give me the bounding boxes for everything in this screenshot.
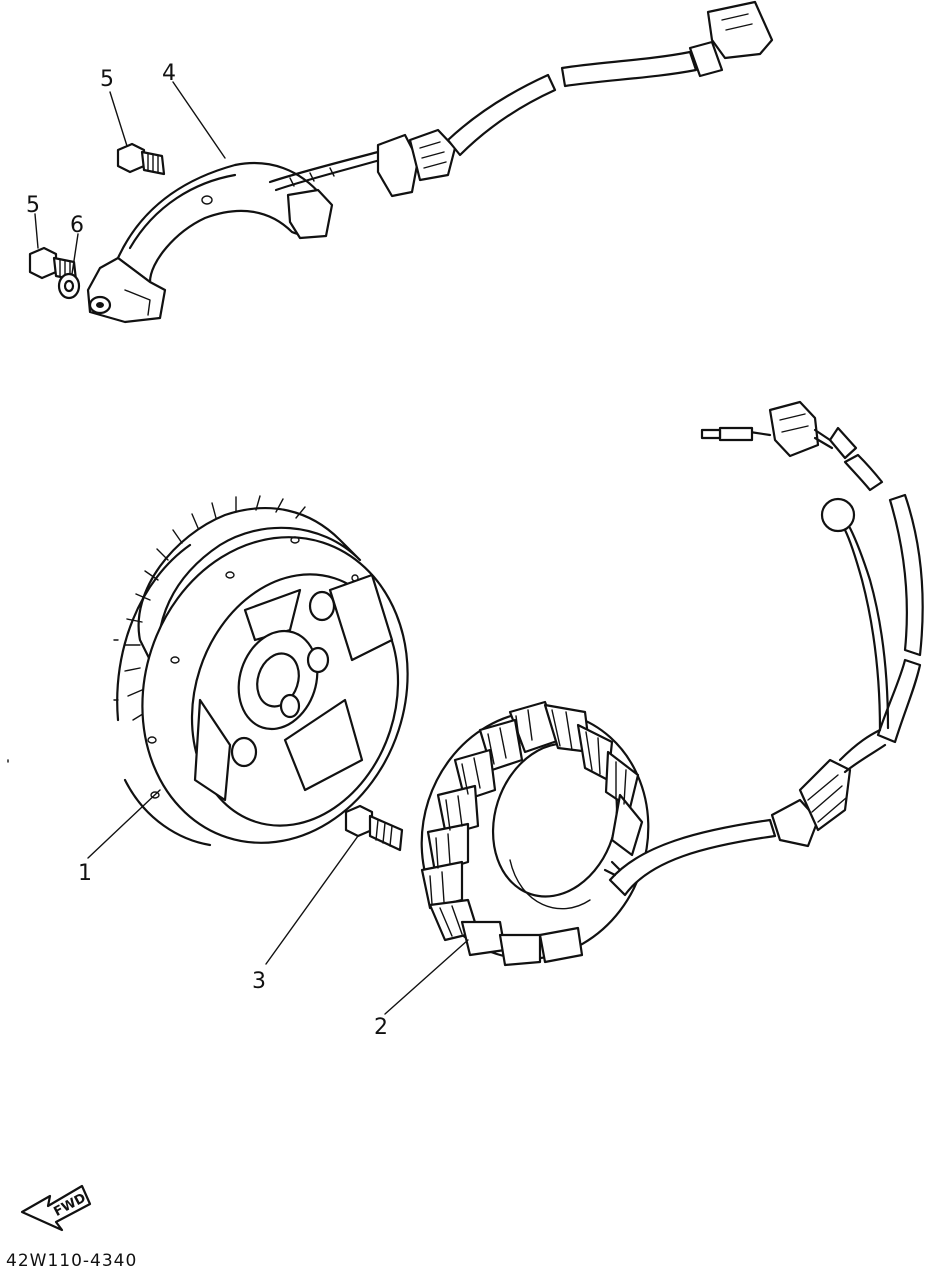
- callout-3: 3: [252, 969, 266, 994]
- callout-5-lower: 5: [26, 193, 40, 218]
- washer-6: [57, 272, 81, 300]
- pickup-coil-bracket: [86, 0, 774, 324]
- bolt-3: [344, 804, 404, 852]
- leader-lines: [7, 81, 469, 1015]
- callout-labels: 1 2 3 4 5 5 6: [26, 61, 388, 1040]
- stator-wire-harness: [700, 400, 924, 848]
- fwd-arrow-icon: FWD: [20, 1184, 92, 1232]
- callout-6: 6: [70, 213, 84, 238]
- stator-coil: [420, 700, 777, 967]
- flywheel-rotor: [113, 495, 409, 847]
- bolt-5-upper: [116, 142, 166, 176]
- callout-1: 1: [78, 861, 92, 886]
- callout-5-upper: 5: [100, 67, 114, 92]
- callout-4: 4: [162, 61, 176, 86]
- drawing-code: 42W110-4340: [6, 1251, 137, 1271]
- callout-2: 2: [374, 1015, 388, 1040]
